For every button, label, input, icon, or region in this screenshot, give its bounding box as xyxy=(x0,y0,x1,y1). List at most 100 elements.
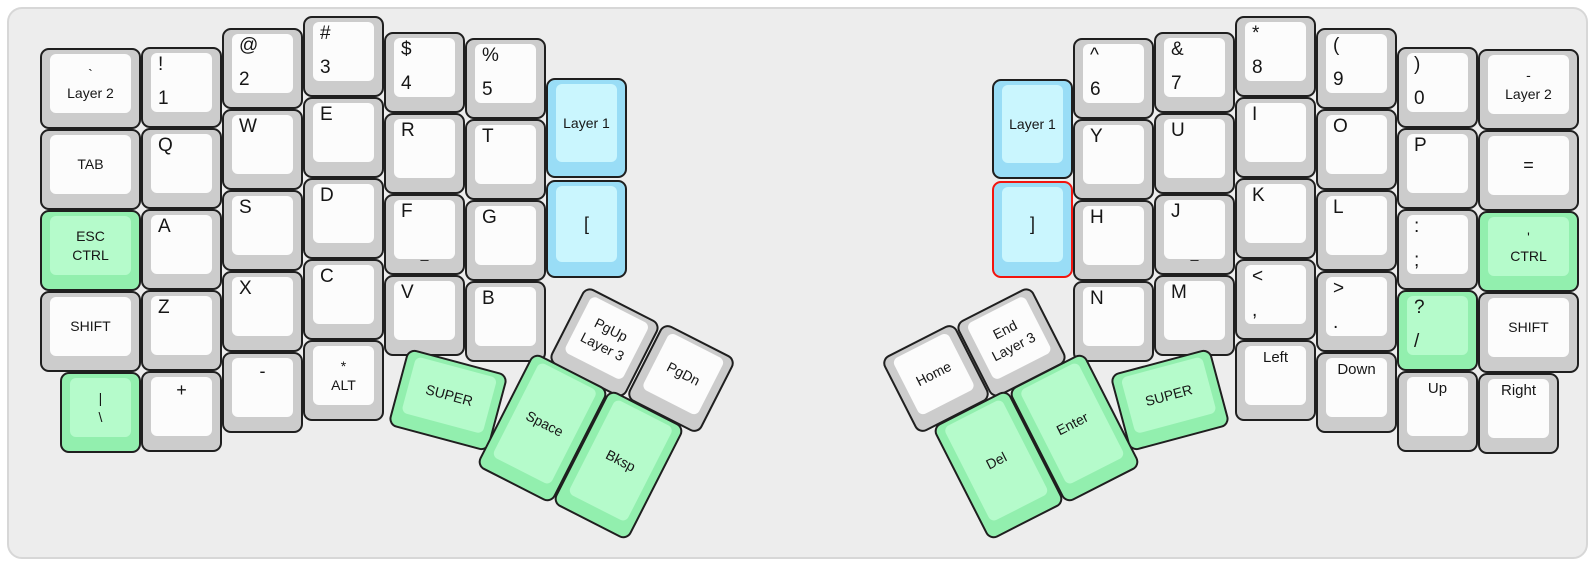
key-label: 7 xyxy=(1171,73,1182,94)
key-5[interactable]: %5 xyxy=(465,38,546,119)
key-x[interactable]: X xyxy=(222,271,303,352)
key-label: - xyxy=(259,361,266,381)
keycap-face: B xyxy=(475,287,536,346)
key-l[interactable]: L xyxy=(1316,190,1397,271)
key-d[interactable]: D xyxy=(303,178,384,259)
key-grave-layer2[interactable]: `Layer 2 xyxy=(40,48,141,129)
key-label: [ xyxy=(583,213,589,234)
keycap-face: SHIFT xyxy=(50,297,131,356)
key-semicolon[interactable]: :; xyxy=(1397,209,1478,290)
key-t[interactable]: T xyxy=(465,119,546,200)
key-label: % xyxy=(482,45,499,66)
key-right-bracket[interactable]: ] xyxy=(992,181,1073,278)
key-layer1-left[interactable]: Layer 1 xyxy=(546,78,627,178)
key-o[interactable]: O xyxy=(1316,109,1397,190)
key-label: / xyxy=(1414,331,1420,352)
key-label-stack: Down xyxy=(1326,358,1387,417)
key-label-stack: ESC CTRL xyxy=(50,216,131,275)
key-label: Enter xyxy=(1053,408,1091,439)
key-p[interactable]: P xyxy=(1397,128,1478,209)
key-label: U xyxy=(1171,120,1185,141)
key-quote-ctrl[interactable]: 'CTRL xyxy=(1478,211,1579,292)
key-label-stack: |\ xyxy=(70,378,131,437)
keycap-face: TAB xyxy=(50,135,131,194)
key-r[interactable]: R xyxy=(384,113,465,194)
key-left-bracket[interactable]: [ xyxy=(546,180,627,278)
key-m[interactable]: M xyxy=(1154,275,1235,356)
key-w[interactable]: W xyxy=(222,109,303,190)
key-equals[interactable]: = xyxy=(1478,130,1579,211)
key-label: H xyxy=(1090,207,1104,228)
keycap-face: !1 xyxy=(151,53,212,112)
key-g[interactable]: G xyxy=(465,200,546,281)
keycap-face: F_ xyxy=(394,200,455,261)
key-i[interactable]: I xyxy=(1235,97,1316,178)
key-c[interactable]: C xyxy=(303,259,384,340)
key-arrow-up[interactable]: Up xyxy=(1397,371,1478,452)
key-e[interactable]: E xyxy=(303,97,384,178)
keycap-face: N xyxy=(1083,287,1144,346)
key-arrow-left[interactable]: Left xyxy=(1235,340,1316,421)
key-label: Del xyxy=(983,448,1010,473)
key-v[interactable]: V xyxy=(384,275,465,356)
key-z[interactable]: Z xyxy=(141,290,222,371)
key-h[interactable]: H xyxy=(1073,200,1154,281)
key-minus-layer2[interactable]: -Layer 2 xyxy=(1478,49,1579,130)
keycap-face: `Layer 2 xyxy=(50,54,131,113)
key-shift-right[interactable]: SHIFT xyxy=(1478,292,1579,373)
key-s[interactable]: S xyxy=(222,190,303,271)
key-shift-left[interactable]: SHIFT xyxy=(40,291,141,372)
key-label: * xyxy=(340,357,347,374)
key-asterisk-alt[interactable]: * ALT xyxy=(303,340,384,421)
key-3[interactable]: #3 xyxy=(303,16,384,97)
key-b[interactable]: B xyxy=(465,281,546,362)
key-label: X xyxy=(239,278,252,299)
key-n[interactable]: N xyxy=(1073,281,1154,362)
key-layer1-right[interactable]: Layer 1 xyxy=(992,79,1073,179)
key-a[interactable]: A xyxy=(141,209,222,290)
key-6[interactable]: ^6 xyxy=(1073,38,1154,119)
key-pipe-backslash[interactable]: |\ xyxy=(60,372,141,453)
keycap-face: SUPER xyxy=(1120,356,1217,435)
key-label: SUPER xyxy=(1143,381,1195,410)
key-period[interactable]: >. xyxy=(1316,271,1397,352)
key-arrow-down[interactable]: Down xyxy=(1316,352,1397,433)
key-label: TAB xyxy=(77,156,104,173)
key-label-stack: = xyxy=(1488,136,1569,195)
key-label: Right xyxy=(1500,382,1537,399)
key-4[interactable]: $4 xyxy=(384,32,465,113)
key-u[interactable]: U xyxy=(1154,113,1235,194)
key-label: ALT xyxy=(331,377,356,393)
key-0[interactable]: )0 xyxy=(1397,47,1478,128)
key-esc-ctrl[interactable]: ESC CTRL xyxy=(40,210,141,291)
key-slash[interactable]: ?/ xyxy=(1397,290,1478,371)
key-minus[interactable]: - xyxy=(222,352,303,433)
key-label: Down xyxy=(1337,361,1376,378)
key-k[interactable]: K xyxy=(1235,178,1316,259)
key-comma[interactable]: <, xyxy=(1235,259,1316,340)
key-label: 6 xyxy=(1090,79,1101,100)
key-plus[interactable]: + xyxy=(141,371,222,452)
key-9[interactable]: (9 xyxy=(1316,28,1397,109)
key-label: Q xyxy=(158,135,173,156)
key-label: + xyxy=(176,380,187,400)
keycap-face: K xyxy=(1245,184,1306,243)
key-y[interactable]: Y xyxy=(1073,119,1154,200)
key-label: \ xyxy=(98,409,103,425)
key-q[interactable]: Q xyxy=(141,128,222,209)
key-label: ` xyxy=(88,65,93,82)
key-label: CTRL xyxy=(72,247,109,263)
key-7[interactable]: &7 xyxy=(1154,32,1235,113)
key-label: ESC xyxy=(76,227,105,244)
keycap-face: G xyxy=(475,206,536,265)
key-label: ] xyxy=(1029,214,1035,235)
key-tab[interactable]: TAB xyxy=(40,129,141,210)
key-f[interactable]: F_ xyxy=(384,194,465,275)
key-arrow-right[interactable]: Right xyxy=(1478,373,1559,454)
key-1[interactable]: !1 xyxy=(141,47,222,128)
key-8[interactable]: *8 xyxy=(1235,16,1316,97)
key-j[interactable]: J_ xyxy=(1154,194,1235,275)
keycap-face: [ xyxy=(556,186,617,262)
key-label-stack: SHIFT xyxy=(1488,298,1569,357)
key-2[interactable]: @2 xyxy=(222,28,303,109)
